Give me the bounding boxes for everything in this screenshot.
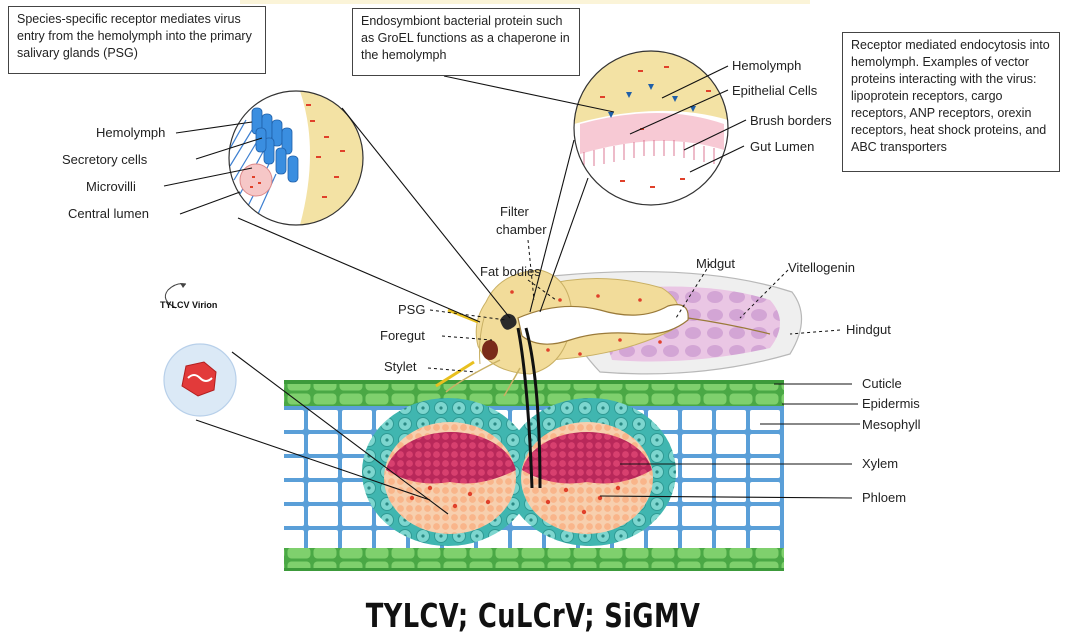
psg-inset	[226, 91, 363, 225]
central-lumen	[240, 164, 272, 196]
top-band	[240, 0, 810, 4]
label-epithelial-cells: Epithelial Cells	[732, 83, 817, 98]
psg-receptor-text: Species-specific receptor mediates virus…	[17, 12, 252, 60]
label-microvilli: Microvilli	[86, 179, 136, 194]
gut-inset	[574, 51, 728, 205]
label-vitellogenin: Vitellogenin	[788, 260, 855, 275]
label-hemolymph-right: Hemolymph	[732, 58, 801, 73]
label-cuticle: Cuticle	[862, 376, 902, 391]
label-hindgut: Hindgut	[846, 322, 891, 337]
compound-eye	[482, 340, 498, 360]
label-midgut: Midgut	[696, 256, 735, 271]
label-filter: Filter	[500, 204, 529, 219]
groel-text: Endosymbiont bacterial protein such as G…	[361, 14, 570, 62]
figure-caption: TYLCV; CuLCrV; SiGMV	[117, 596, 948, 635]
label-psg: PSG	[398, 302, 425, 317]
label-secretory-cells: Secretory cells	[62, 152, 147, 167]
label-fat-bodies: Fat bodies	[480, 264, 541, 279]
upper-epidermis	[284, 382, 784, 406]
lower-cuticle	[284, 568, 784, 571]
label-stylet: Stylet	[384, 359, 417, 374]
virion-title: TYLCV Virion	[160, 300, 217, 310]
endocytosis-text: Receptor mediated endocytosis into hemol…	[851, 38, 1050, 154]
label-gut-lumen: Gut Lumen	[750, 139, 814, 154]
endocytosis-box: Receptor mediated endocytosis into hemol…	[842, 32, 1060, 172]
label-foregut: Foregut	[380, 328, 425, 343]
label-epidermis: Epidermis	[862, 396, 920, 411]
label-mesophyll: Mesophyll	[862, 417, 921, 432]
label-chamber: chamber	[496, 222, 547, 237]
label-xylem: Xylem	[862, 456, 898, 471]
label-brush-borders: Brush borders	[750, 113, 832, 128]
lower-epidermis	[284, 548, 784, 570]
psg-receptor-box: Species-specific receptor mediates virus…	[8, 6, 266, 74]
label-hemolymph-left: Hemolymph	[96, 125, 165, 140]
groel-box: Endosymbiont bacterial protein such as G…	[352, 8, 580, 76]
label-central-lumen: Central lumen	[68, 206, 149, 221]
label-phloem: Phloem	[862, 490, 906, 505]
